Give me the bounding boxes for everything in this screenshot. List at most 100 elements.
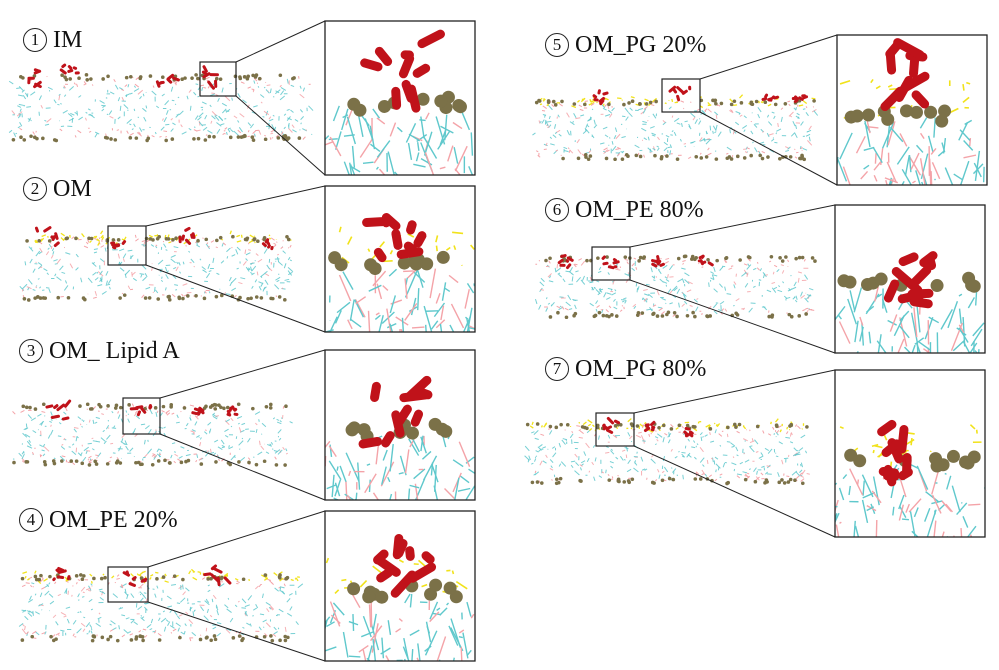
headgroup-bead bbox=[554, 425, 559, 430]
headgroup-bead bbox=[655, 314, 660, 318]
headgroup-yellow bbox=[742, 425, 747, 430]
headgroup-bead bbox=[946, 449, 960, 463]
headgroup-bead bbox=[47, 239, 52, 243]
lipid-tail bbox=[693, 298, 698, 303]
lipid-tail bbox=[868, 331, 872, 344]
lipid-tail bbox=[251, 272, 255, 276]
lipid-tail bbox=[866, 305, 875, 313]
lipid-tail bbox=[156, 453, 162, 458]
lipid-tail bbox=[419, 119, 426, 122]
lipid-tail bbox=[85, 111, 88, 114]
lipid-tail bbox=[899, 310, 910, 322]
lipid-tail bbox=[228, 276, 232, 282]
peptide bbox=[67, 69, 74, 73]
lipid-tail bbox=[15, 132, 18, 135]
peptide bbox=[412, 63, 431, 78]
lipid-tail bbox=[287, 117, 292, 121]
headgroup-bead bbox=[143, 296, 148, 300]
lipid-head bbox=[787, 259, 790, 263]
headgroup-yellow bbox=[716, 423, 721, 428]
lipid-tail bbox=[29, 258, 33, 264]
lipid-tail bbox=[468, 166, 474, 175]
lipid-tail bbox=[789, 441, 794, 444]
lipid-tail bbox=[43, 446, 50, 452]
lipid-tail bbox=[172, 275, 177, 280]
lipid-tail bbox=[175, 622, 182, 627]
lipid-tail bbox=[682, 455, 685, 458]
lipid-head bbox=[269, 137, 272, 140]
lipid-tail bbox=[273, 631, 278, 635]
lipid-tail bbox=[534, 471, 540, 476]
lipid-tail bbox=[683, 300, 688, 305]
lipid-tail bbox=[592, 444, 596, 448]
lipid-tail bbox=[772, 271, 775, 275]
lipid-tail bbox=[21, 283, 28, 290]
lipid-tail bbox=[542, 446, 547, 449]
peptide bbox=[688, 432, 694, 438]
lipid-head bbox=[32, 131, 36, 135]
headgroup-bead bbox=[94, 462, 99, 466]
headgroup-bead bbox=[774, 423, 779, 427]
lipid-tail bbox=[257, 451, 263, 456]
lipid-tail bbox=[460, 646, 463, 661]
lipid-head bbox=[724, 260, 728, 263]
lipid-tail bbox=[278, 437, 282, 441]
lipid-tail bbox=[700, 436, 703, 441]
lipid-tail bbox=[39, 286, 42, 289]
lipid-tail bbox=[684, 279, 690, 285]
lipid-tail bbox=[689, 304, 693, 307]
lipid-tail bbox=[604, 134, 609, 138]
lipid-tail bbox=[372, 492, 380, 500]
peptide bbox=[140, 407, 147, 414]
headgroup-bead bbox=[138, 76, 143, 81]
lipid-tail bbox=[664, 276, 668, 279]
peptide bbox=[231, 405, 236, 411]
lipid-tail bbox=[797, 271, 803, 274]
headgroup-yellow bbox=[692, 427, 698, 432]
lipid-head bbox=[289, 244, 292, 248]
headgroup-bead bbox=[787, 312, 792, 317]
lipid-tail bbox=[199, 442, 202, 447]
lipid-tail bbox=[548, 280, 554, 283]
lipid-tail bbox=[411, 326, 425, 329]
lipid-tail bbox=[17, 113, 22, 119]
lipid-tail bbox=[535, 450, 539, 453]
lipid-tail bbox=[194, 115, 199, 120]
lipid-head bbox=[218, 458, 220, 462]
lipid-head bbox=[273, 242, 277, 246]
lipid-tail bbox=[464, 289, 470, 309]
headgroup-bead bbox=[60, 459, 64, 463]
lipid-tail bbox=[643, 137, 648, 141]
lipid-tail bbox=[528, 455, 531, 461]
lipid-tail bbox=[16, 87, 22, 90]
lipid-tail bbox=[276, 421, 282, 425]
lipid-tail bbox=[91, 448, 95, 451]
headgroup-bead bbox=[129, 638, 134, 642]
lipid-tail bbox=[73, 426, 79, 429]
lipid-tail bbox=[409, 594, 413, 608]
lipid-tail bbox=[276, 279, 280, 283]
lipid-tail bbox=[549, 136, 553, 140]
lipid-head bbox=[165, 410, 170, 414]
lipid-tail bbox=[669, 265, 674, 271]
lipid-tail bbox=[640, 111, 645, 115]
selection-box bbox=[595, 412, 635, 447]
lipid-tail bbox=[926, 509, 937, 537]
lipid-tail bbox=[62, 87, 65, 89]
lipid-head bbox=[776, 430, 780, 434]
lipid-tail bbox=[164, 100, 170, 106]
lipid-tail bbox=[261, 422, 267, 428]
lipid-tail bbox=[853, 520, 856, 537]
lipid-tail bbox=[795, 124, 798, 130]
lipid-tail bbox=[290, 84, 295, 88]
headgroup-bead bbox=[805, 425, 809, 429]
lipid-tail bbox=[270, 132, 274, 135]
lipid-tail bbox=[687, 281, 693, 285]
headgroup-yellow bbox=[359, 579, 368, 588]
headgroup-bead bbox=[41, 296, 46, 300]
lipid-tail bbox=[959, 160, 970, 185]
lipid-tail bbox=[226, 247, 231, 253]
lipid-tail bbox=[387, 151, 395, 175]
lipid-tail bbox=[23, 104, 26, 107]
